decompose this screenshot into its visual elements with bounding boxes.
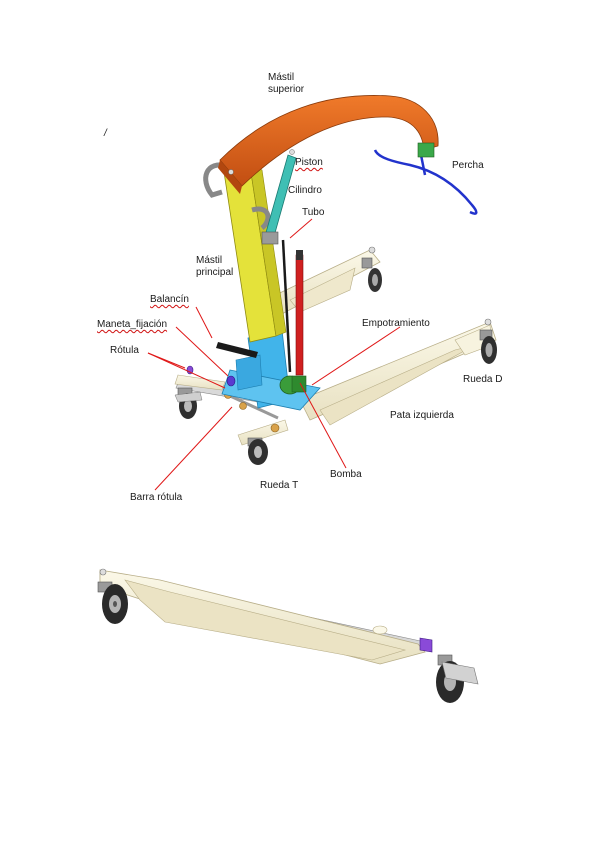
bomba — [279, 375, 307, 395]
label-mastil-superior-line2: superior — [268, 84, 305, 95]
balancin — [216, 342, 258, 358]
leg-detail-wheel-left — [97, 581, 128, 624]
label-rueda-t: Rueda T — [260, 480, 299, 491]
mastil-superior — [218, 95, 439, 194]
percha — [373, 142, 478, 215]
rueda-t-wheel — [237, 419, 289, 465]
label-rueda-d: Rueda D — [463, 374, 503, 385]
leg-detail-wheel-right — [436, 654, 479, 703]
label-mastil-superior-line1: Mástil — [268, 72, 295, 83]
label-empotramiento: Empotramiento — [362, 318, 430, 329]
wheel-rear-left — [174, 387, 203, 419]
label-balancin: Balancín — [150, 294, 189, 305]
leader-lines — [147, 218, 401, 491]
stray-mark: / — [104, 128, 107, 139]
label-barra-rotula: Barra rótula — [130, 492, 183, 503]
label-mastil-principal-line2: principal — [196, 267, 234, 278]
label-maneta-fijacion: Maneta_fijación — [97, 319, 168, 330]
label-bomba: Bomba — [330, 469, 362, 480]
mastil-principal — [223, 165, 287, 343]
label-percha: Percha — [452, 160, 484, 171]
leg-detail — [99, 568, 433, 665]
label-cilindro: Cilindro — [288, 185, 322, 196]
label-tubo: Tubo — [302, 207, 325, 218]
label-pata-izquierda: Pata izquierda — [390, 410, 454, 421]
rueda-d-wheel — [479, 329, 497, 364]
label-mastil-principal-line1: Mástil — [196, 255, 223, 266]
base-block — [221, 329, 321, 411]
cilindro — [261, 154, 297, 245]
maneta-fijacion — [186, 365, 236, 387]
wheel-rear-right — [361, 257, 382, 292]
label-piston: Piston — [295, 157, 323, 168]
label-rotula: Rótula — [110, 345, 139, 356]
tubo — [281, 239, 304, 376]
right-rear-leg — [264, 246, 381, 316]
